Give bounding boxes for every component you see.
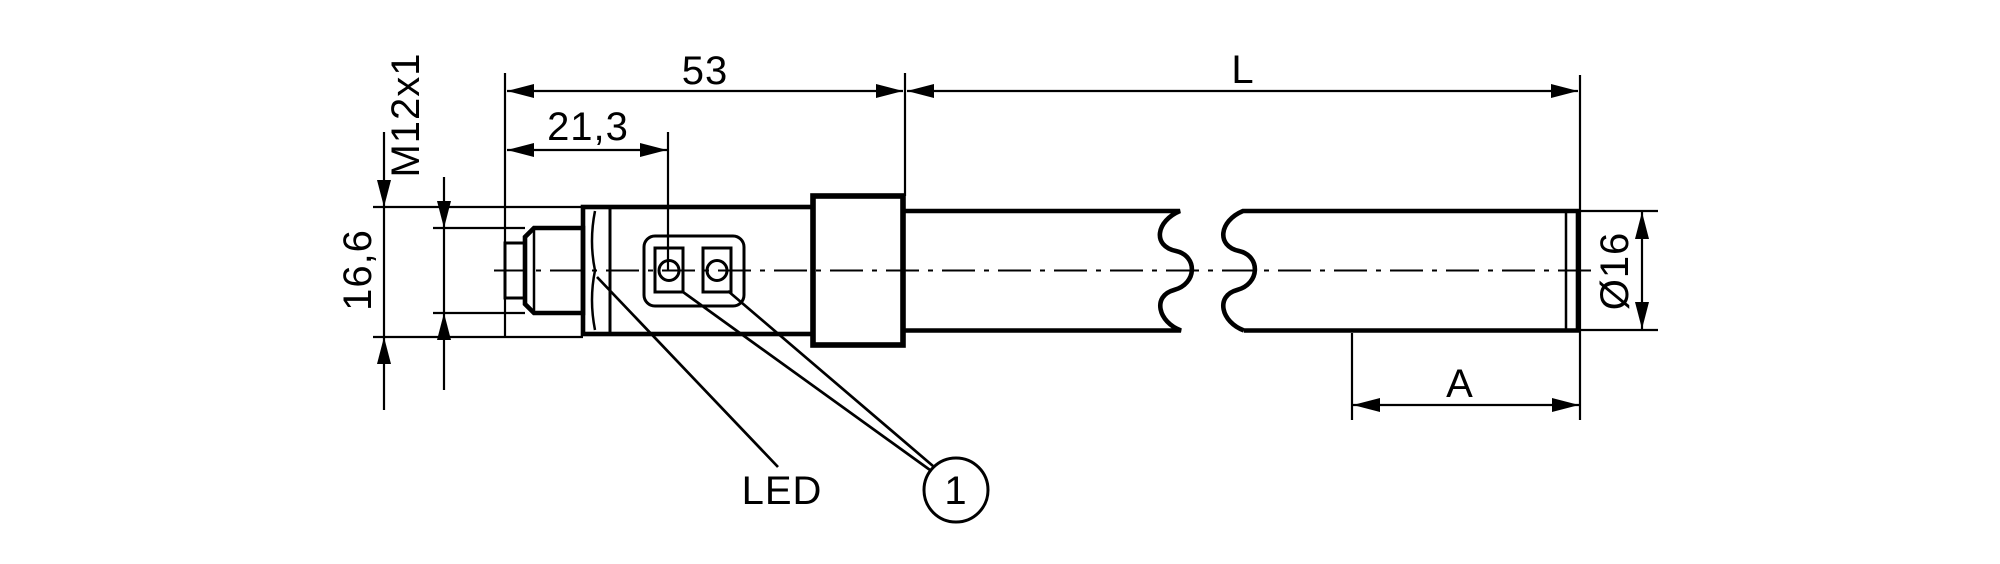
arrowhead-diameter-bottom: [1635, 302, 1649, 329]
callout-number: 1: [944, 469, 967, 513]
dimension-lines-group: [377, 84, 1649, 412]
label-probe-diameter: Ø16: [1593, 232, 1637, 311]
callout-circle: [922, 456, 990, 524]
label-led: LED: [742, 469, 823, 513]
label-thread: M12x1: [384, 52, 428, 177]
arrowhead-diameter-top: [1635, 212, 1649, 239]
extension-lines-group: [373, 73, 1658, 420]
arrowhead-A-left: [1353, 398, 1380, 412]
leaders-group: [596, 276, 990, 524]
arrowhead-L-left: [907, 84, 934, 98]
arrowhead-53-right: [876, 84, 903, 98]
arrowhead-21-3-right: [640, 143, 667, 157]
arrowhead-53-left: [507, 84, 534, 98]
callout-leader-line-2: [727, 289, 934, 468]
label-housing-height: 16,6: [336, 229, 380, 311]
arrowhead-21-3-left: [507, 143, 534, 157]
arrowhead-L-right: [1551, 84, 1578, 98]
label-led-offset: 21,3: [547, 105, 629, 149]
callout-leader-line-1: [682, 290, 931, 472]
label-insertion-depth: A: [1446, 362, 1474, 406]
arrowhead-M12-top: [437, 201, 451, 228]
probe-tube-right-segment: [1221, 208, 1581, 333]
label-housing-length: 53: [682, 49, 729, 93]
labels-group: 53 21,3 L M12x1 16,6 Ø16 A LED 1: [336, 48, 1637, 513]
arrowhead-16-6-top: [377, 180, 391, 207]
arrowhead-A-right: [1552, 398, 1579, 412]
led-leader-line: [596, 276, 779, 468]
arrowhead-M12-bottom: [437, 313, 451, 340]
label-probe-length: L: [1231, 48, 1254, 92]
arrowhead-16-6-bottom: [377, 337, 391, 364]
